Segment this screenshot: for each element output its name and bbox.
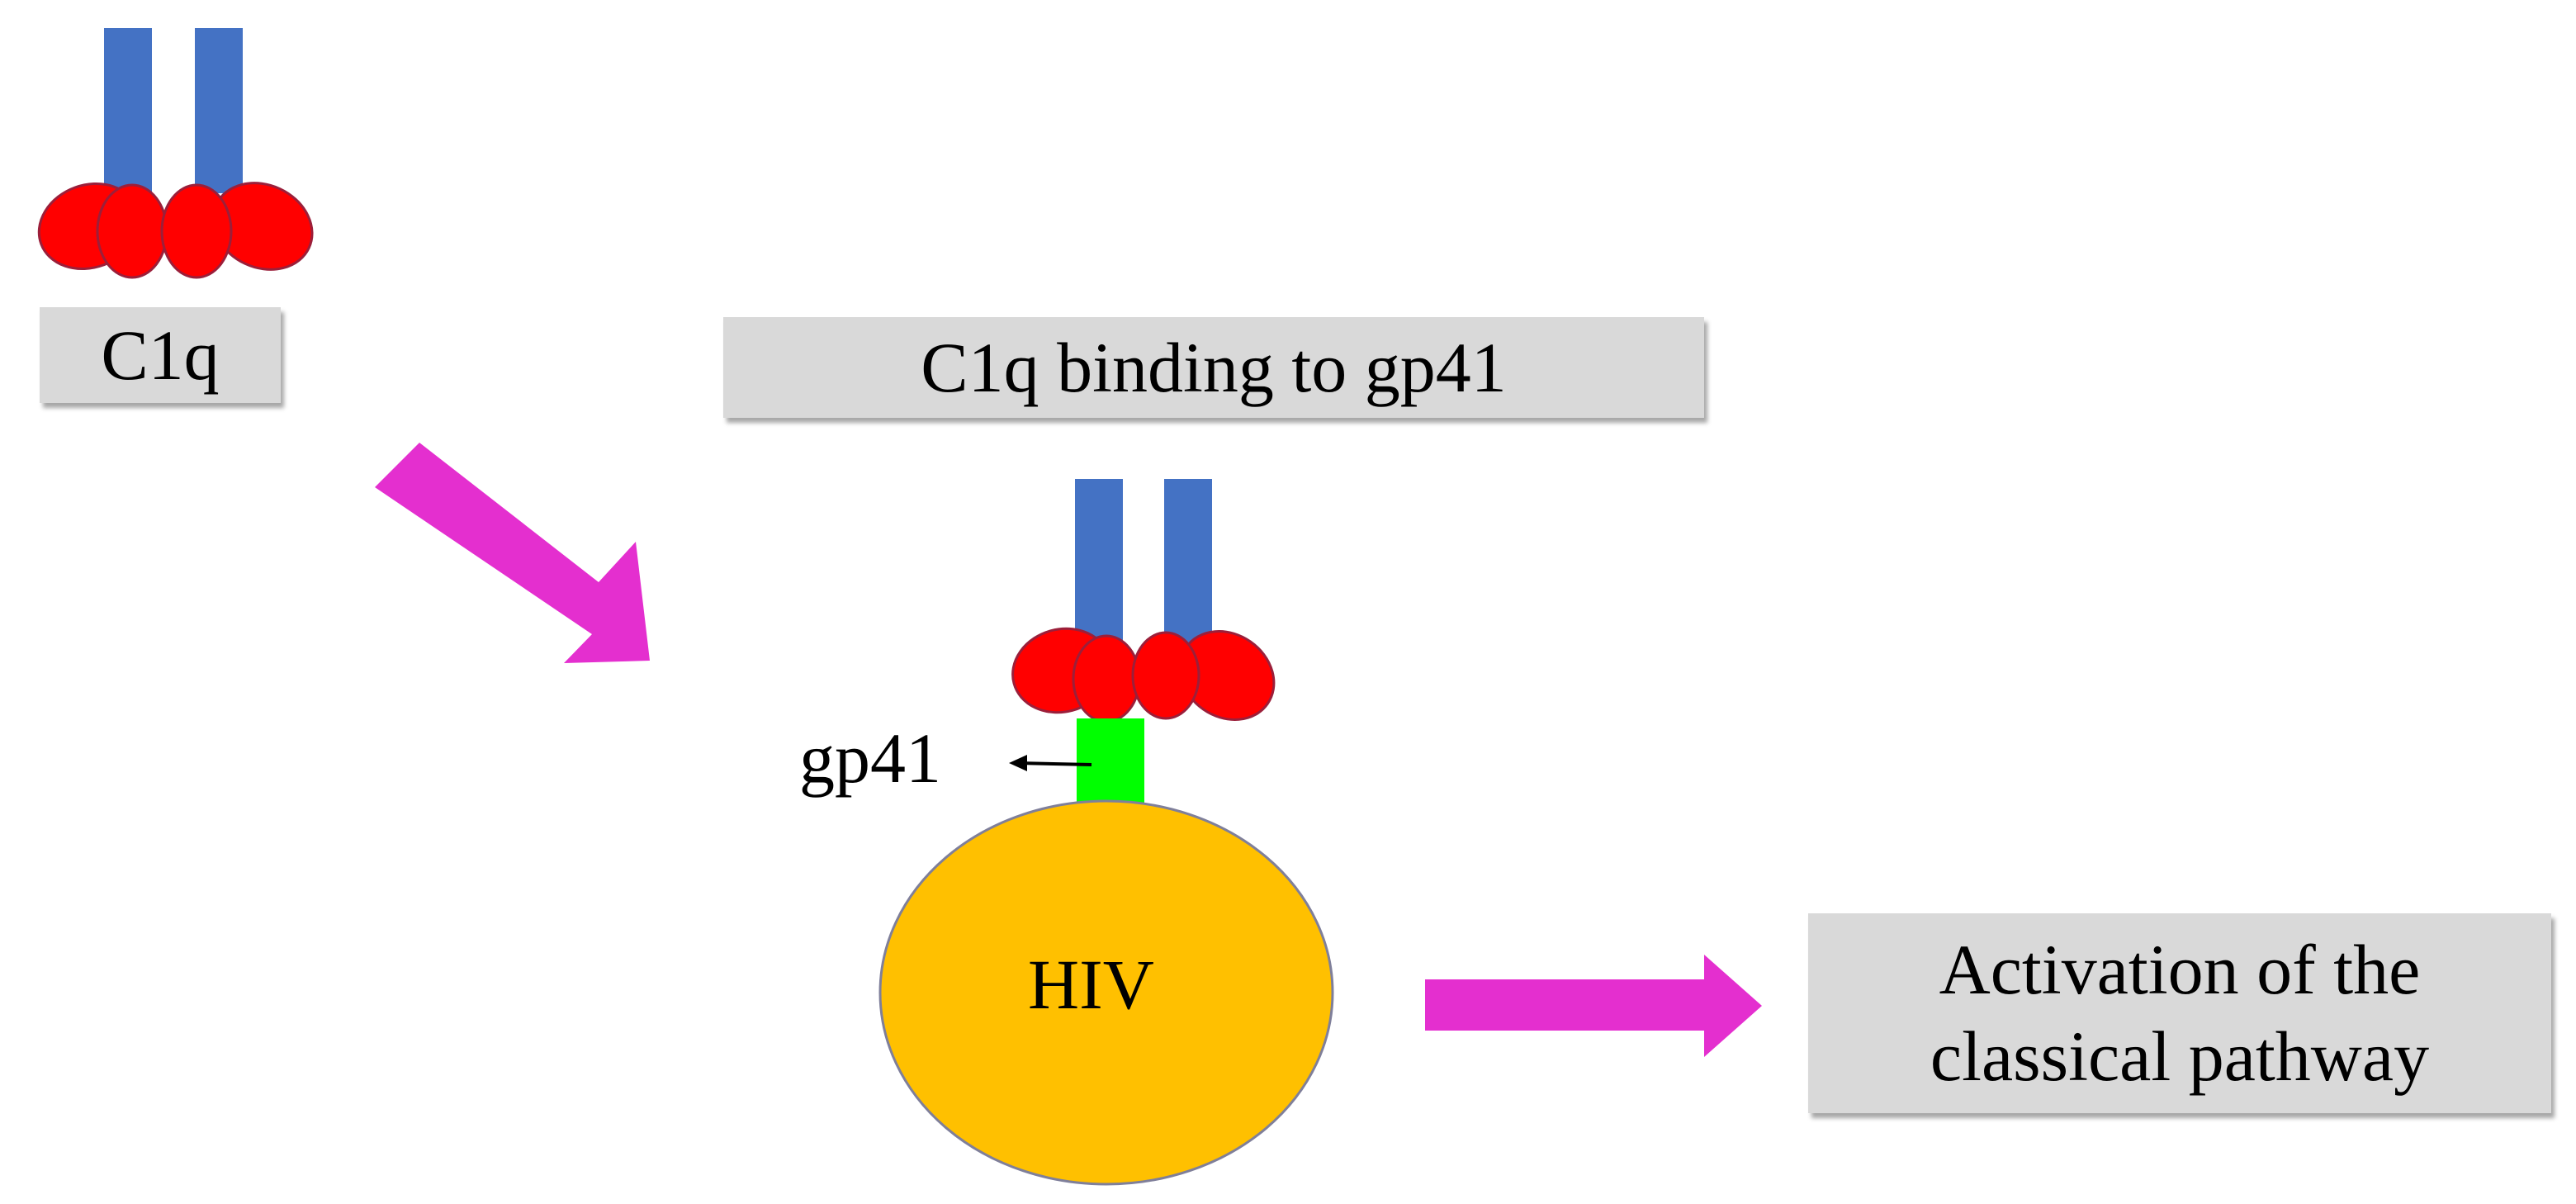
binding-label: C1q binding to gp41 — [921, 328, 1507, 407]
c1q-molecule-bound — [1011, 479, 1276, 723]
c1q-stalk-left — [104, 28, 152, 193]
c1q-label-box: C1q — [40, 307, 281, 403]
binding-arrow — [375, 443, 650, 663]
c1q-head-2 — [96, 183, 168, 279]
activation-label-box: Activation of the classical pathway — [1808, 913, 2551, 1113]
gp41-pointer-arrow — [1009, 755, 1092, 771]
c1q-bound-head-3 — [1131, 631, 1200, 720]
c1q-label: C1q — [101, 315, 220, 395]
c1q-molecule-free — [37, 28, 314, 279]
activation-label-line2: classical pathway — [1930, 1017, 2430, 1096]
c1q-bound-stalk-left — [1075, 479, 1123, 644]
gp41-label: gp41 — [799, 718, 941, 798]
hiv-label: HIV — [1028, 945, 1154, 1024]
activation-arrow — [1425, 955, 1762, 1057]
c1q-bound-stalk-right — [1164, 479, 1212, 644]
hiv-particle — [878, 799, 1334, 1186]
binding-label-box: C1q binding to gp41 — [723, 317, 1704, 418]
c1q-head-3 — [160, 183, 233, 279]
c1q-stalk-right — [195, 28, 243, 193]
c1q-bound-head-2 — [1072, 634, 1141, 723]
activation-label-line1: Activation of the — [1939, 930, 2421, 1010]
